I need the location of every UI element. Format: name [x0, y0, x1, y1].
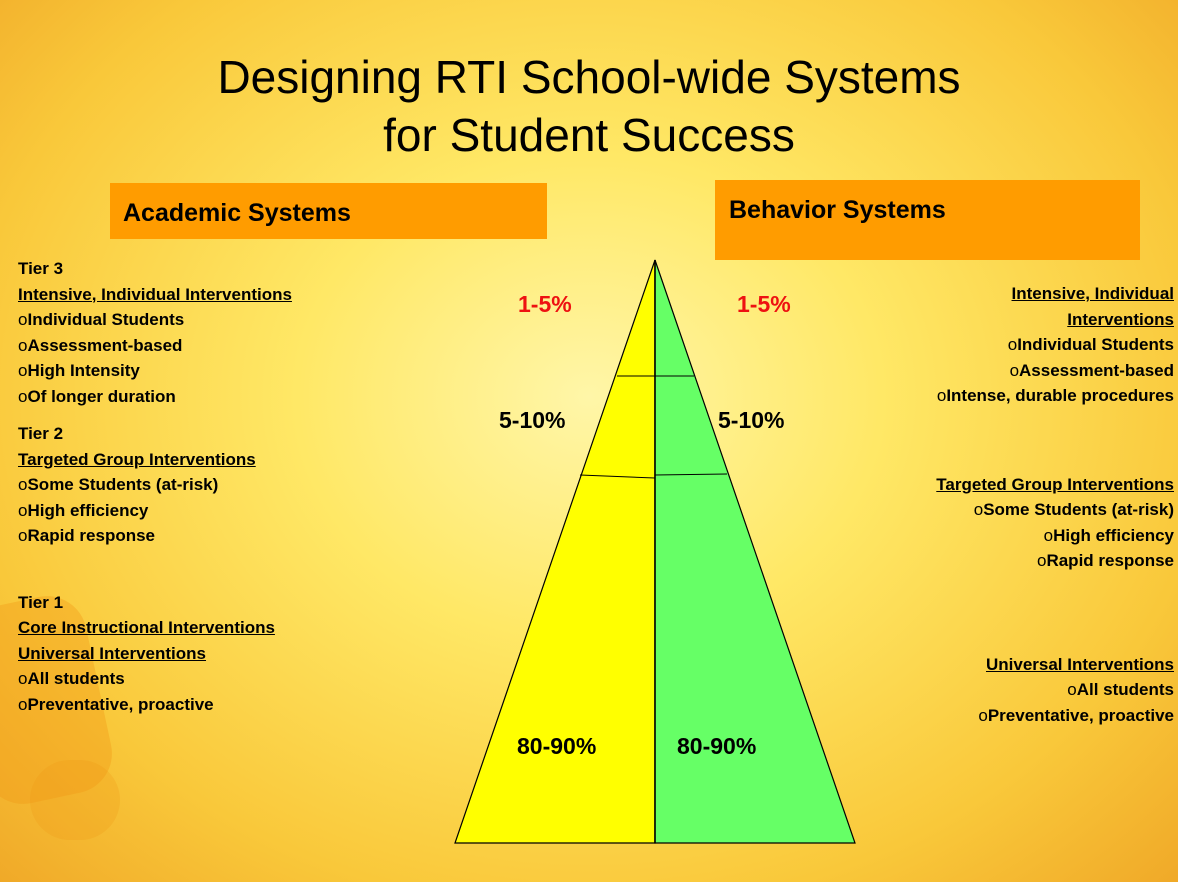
list-item-text: Some Students (at-risk): [27, 475, 219, 494]
bullet: o: [978, 705, 988, 725]
list-item: oHigh efficiency: [18, 498, 438, 524]
academic-tier1-percent: 80-90%: [517, 733, 597, 759]
academic-tiers-list: Tier 3 Intensive, Individual Interventio…: [18, 256, 438, 717]
list-item-text: Intense, durable procedures: [946, 386, 1174, 405]
bullet: o: [18, 310, 28, 329]
list-item-text: Individual Students: [27, 310, 185, 329]
bullet: o: [18, 335, 28, 355]
bullet: o: [936, 386, 947, 405]
list-item: oOf longer duration: [18, 384, 438, 410]
academic-systems-header: Academic Systems: [110, 183, 547, 239]
behavior-tier2-subheading: Targeted Group Interventions: [936, 474, 1174, 494]
list-item: oPreventative, proactive: [18, 692, 438, 718]
tier1-subheading-core: Core Instructional Interventions: [18, 618, 275, 637]
list-item: oPreventative, proactive: [754, 703, 1174, 729]
list-item: oAssessment-based: [18, 333, 438, 359]
list-item: oAssessment-based: [754, 358, 1174, 384]
behavior-systems-header: Behavior Systems: [715, 180, 1140, 260]
list-item-text: Individual Students: [1017, 335, 1174, 354]
behavior-tier3-percent: 1-5%: [737, 291, 791, 317]
bullet: o: [1067, 680, 1077, 699]
tier3-heading: Tier 3: [18, 259, 64, 278]
tier2-subheading: Targeted Group Interventions: [18, 449, 256, 469]
list-item-text: High efficiency: [1053, 525, 1174, 545]
bullet: o: [1007, 335, 1018, 354]
list-item-text: All students: [27, 669, 125, 688]
list-item-text: Of longer duration: [27, 386, 176, 406]
tier2-divider-right: [654, 473, 728, 476]
list-item-text: Assessment-based: [27, 335, 183, 355]
list-item: oRapid response: [18, 523, 438, 549]
list-item: oIndividual Students: [18, 307, 438, 333]
bullet: o: [973, 500, 984, 519]
bullet: o: [18, 500, 28, 520]
bullet: o: [18, 694, 28, 714]
puzzle-piece-decoration: [30, 760, 120, 840]
behavior-tier1-percent: 80-90%: [677, 733, 757, 759]
tier1-subheading-universal: Universal Interventions: [18, 643, 207, 663]
academic-tier3-percent: 1-5%: [518, 291, 572, 317]
list-item: oIndividual Students: [754, 332, 1174, 358]
list-item-text: High efficiency: [27, 500, 149, 520]
list-item-text: All students: [1076, 680, 1174, 699]
bullet: o: [18, 475, 28, 494]
behavior-tier2-percent: 5-10%: [718, 407, 785, 433]
bullet: o: [1036, 551, 1047, 570]
title-line-2: for Student Success: [383, 109, 795, 161]
slide-title: Designing RTI School-wide Systems for St…: [0, 48, 1178, 164]
tier2-heading: Tier 2: [18, 424, 64, 443]
list-item: oHigh efficiency: [754, 523, 1174, 549]
list-item: oAll students: [18, 666, 438, 692]
list-item: oSome Students (at-risk): [18, 472, 438, 498]
tier2-divider-left: [579, 474, 656, 479]
list-item-text: Preventative, proactive: [27, 694, 214, 714]
bullet: o: [18, 361, 28, 380]
bullet: o: [1043, 525, 1054, 545]
list-item-text: Assessment-based: [1019, 360, 1174, 380]
list-item: oHigh Intensity: [18, 358, 438, 384]
list-item: oSome Students (at-risk): [754, 497, 1174, 523]
list-item: oAll students: [754, 677, 1174, 703]
academic-systems-label: Academic Systems: [123, 199, 351, 227]
behavior-tier3-subheading-line2: Interventions: [1067, 309, 1174, 329]
bullet: o: [1009, 360, 1020, 380]
tier1-heading: Tier 1: [18, 592, 64, 612]
bullet: o: [18, 669, 28, 688]
list-item: oIntense, durable procedures: [754, 383, 1174, 409]
behavior-tier3-subheading-line1: Intensive, Individual: [1011, 284, 1174, 303]
list-item-text: Preventative, proactive: [987, 705, 1174, 725]
list-item: oRapid response: [754, 548, 1174, 574]
list-item-text: Rapid response: [1046, 551, 1174, 570]
academic-tier2-percent: 5-10%: [499, 407, 566, 433]
behavior-tier1-subheading: Universal Interventions: [985, 654, 1174, 674]
bullet: o: [18, 526, 28, 545]
behavior-systems-label: Behavior Systems: [729, 196, 946, 224]
title-line-1: Designing RTI School-wide Systems: [217, 51, 961, 103]
tier3-subheading: Intensive, Individual Interventions: [18, 284, 292, 304]
list-item-text: Some Students (at-risk): [983, 500, 1174, 519]
bullet: o: [18, 386, 28, 406]
list-item-text: Rapid response: [27, 526, 156, 545]
list-item-text: High Intensity: [27, 361, 140, 380]
behavior-tiers-list: Intensive, Individual Interventions oInd…: [754, 281, 1174, 728]
